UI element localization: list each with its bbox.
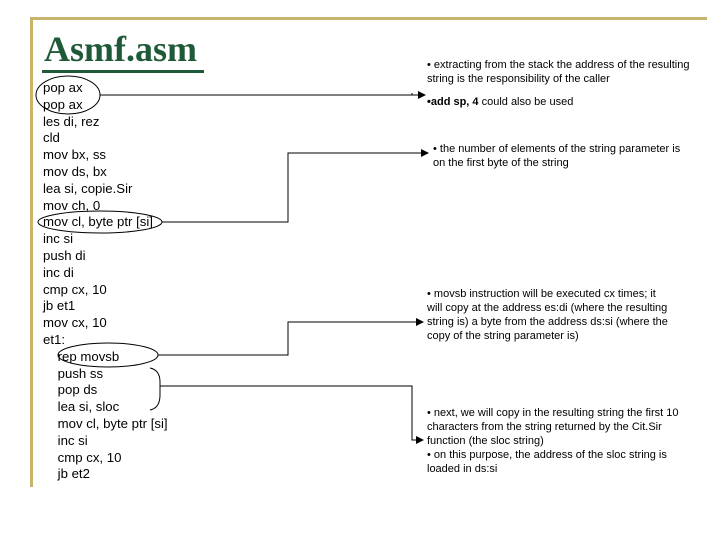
- code-line: push ss: [43, 365, 104, 381]
- code-line: lea si, copie.Sir: [43, 180, 133, 196]
- slide-title: Asmf.asm: [44, 29, 197, 69]
- code-line: cmp cx, 10: [43, 449, 122, 465]
- note-stack-address: • extracting from the stack the address …: [427, 59, 690, 85]
- note-add-sp-text: could also be used: [478, 96, 574, 108]
- code-line: mov cl, byte ptr [si]: [43, 415, 168, 431]
- note-add-sp-code: •add sp, 4: [427, 96, 479, 108]
- arrow-mov-cl: [162, 149, 429, 223]
- frame-top-border: [30, 17, 707, 20]
- arrow-rep-movsb: [158, 318, 424, 356]
- title-underline: [42, 70, 204, 73]
- arrow-pop-ax: [100, 93, 413, 96]
- code-line: jb et2: [43, 466, 90, 482]
- code-line: pop ax: [43, 96, 83, 112]
- code-listing: pop ax pop ax les di, rez cld mov bx, ss…: [43, 80, 168, 483]
- code-line: mov cx, 10: [43, 315, 107, 331]
- code-line: inc si: [43, 231, 74, 247]
- highlight-rep-movsb: [57, 342, 159, 368]
- highlight-mov-cl: [37, 210, 163, 234]
- code-line: inc si: [43, 432, 88, 448]
- note-copy-sloc-b: • on this purpose, the address of the sl…: [427, 449, 667, 475]
- note-copy-sloc-a: • next, we will copy in the resulting st…: [427, 407, 679, 447]
- note-add-sp: •add sp, 4 could also be used: [427, 95, 692, 109]
- bracket-sloc-block: [149, 367, 161, 411]
- code-line: pop ax: [43, 80, 83, 95]
- code-line: push di: [43, 247, 86, 263]
- code-line: inc di: [43, 264, 74, 280]
- note-string-length: • the number of elements of the string p…: [433, 143, 681, 169]
- code-line: pop ds: [43, 382, 98, 398]
- code-line: lea si, sloc: [43, 399, 120, 415]
- highlight-pop-ax: [35, 75, 101, 115]
- frame-left-border: [30, 17, 33, 487]
- code-line: mov ds, bx: [43, 163, 107, 179]
- code-line: les di, rez: [43, 113, 100, 129]
- note-movsb: • movsb instruction will be executed cx …: [427, 288, 668, 342]
- code-line: jb et1: [43, 298, 76, 314]
- code-line: mov cl, byte ptr [si]: [43, 214, 153, 230]
- code-line: et1:: [43, 331, 65, 347]
- arrow-sloc: [182, 385, 424, 444]
- note-copy-sloc: • next, we will copy in the resulting st…: [427, 406, 687, 476]
- code-line: mov bx, ss: [43, 147, 107, 163]
- code-line: cmp cx, 10: [43, 281, 107, 297]
- code-line: mov ch, 0: [43, 197, 101, 213]
- code-line: cld: [43, 130, 60, 146]
